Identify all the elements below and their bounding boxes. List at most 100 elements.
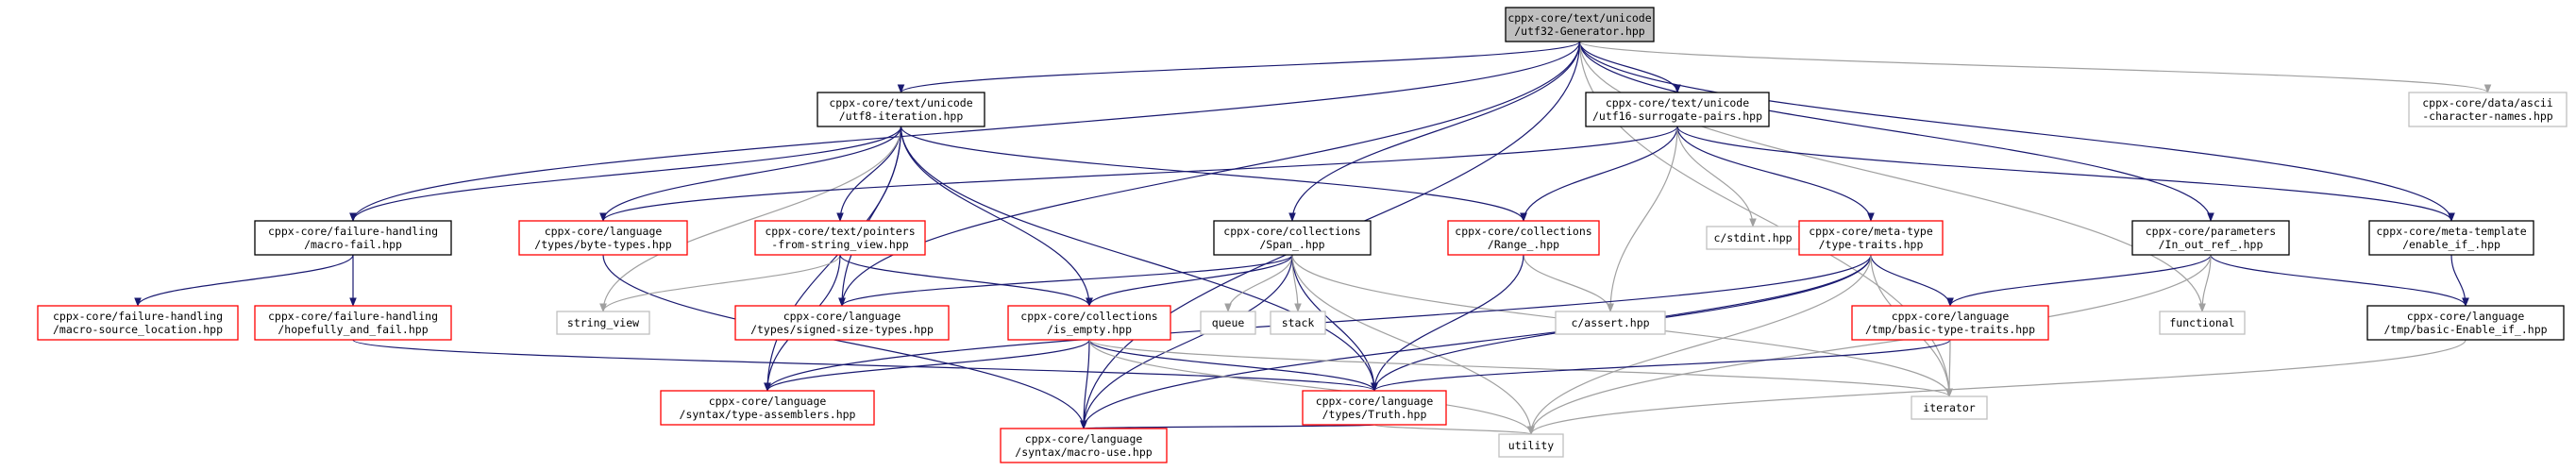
edge-span-to-signed-size-types	[838, 254, 1293, 307]
node-label-line: cppx-core/language	[2407, 310, 2525, 323]
node-type-assemblers[interactable]: cppx-core/language/syntax/type-assembler…	[660, 390, 875, 426]
node-label-line: cppx-core/parameters	[2146, 225, 2276, 238]
node-stack[interactable]: stack	[1270, 311, 1326, 335]
edge-span-to-macro-use	[1080, 254, 1293, 429]
node-macro-fail[interactable]: cppx-core/failure-handling/macro-fail.hp…	[254, 220, 452, 256]
node-string-view[interactable]: string_view	[556, 311, 650, 335]
node-box	[754, 220, 926, 256]
node-box	[37, 305, 239, 341]
edge-span-to-utility	[1291, 254, 1535, 435]
edge-utf8-iteration-to-string-view	[599, 126, 902, 312]
node-label-line: -character-names.hpp	[2422, 109, 2553, 123]
edge-utf32-generator-to-utf16-surrogate-pairs	[1578, 41, 1681, 93]
node-box	[817, 92, 985, 127]
edge-range-to-cassert	[1523, 254, 1614, 312]
node-box	[1706, 226, 1800, 250]
node-box	[734, 305, 950, 341]
edge-pointers-from-string-view-to-string-view	[599, 254, 841, 312]
edge-utf32-generator-to-utf8-iteration	[897, 41, 1581, 93]
edge-in-out-ref-to-basic-type-traits	[1946, 254, 2212, 307]
node-label-line: /macro-fail.hpp	[304, 238, 402, 251]
node-box	[660, 390, 875, 426]
node-label-line: /type-traits.hpp	[1819, 238, 1924, 251]
node-box	[2368, 220, 2534, 256]
node-byte-types[interactable]: cppx-core/language/types/byte-types.hpp	[518, 220, 688, 256]
edge-macro-fail-to-macro-source-location	[134, 254, 354, 307]
node-box	[1851, 305, 2049, 341]
node-utf8-iteration[interactable]: cppx-core/text/unicode/utf8-iteration.hp…	[817, 92, 985, 127]
node-label-line: cppx-core/collections	[1455, 225, 1591, 238]
node-basic-type-traits[interactable]: cppx-core/language/tmp/basic-type-traits…	[1851, 305, 2049, 341]
node-box	[1213, 220, 1372, 256]
node-label-line: cppx-core/language	[1316, 395, 1434, 408]
node-label-line: cppx-core/language	[783, 310, 901, 323]
node-cassert[interactable]: c/assert.hpp	[1555, 311, 1666, 335]
node-label-line: /types/byte-types.hpp	[534, 238, 671, 251]
edge-utf8-iteration-to-signed-size-types	[838, 126, 902, 307]
node-box	[1585, 92, 1770, 127]
edges-layer	[134, 41, 2491, 435]
edge-utf32-generator-to-functional	[1578, 41, 2206, 312]
edge-utf16-surrogate-pairs-to-cstdint	[1676, 126, 1757, 227]
node-hopefully-and-fail[interactable]: cppx-core/failure-handling/hopefully_and…	[254, 305, 452, 341]
node-label-line: cppx-core/text/unicode	[829, 96, 972, 109]
node-type-traits[interactable]: cppx-core/meta-type/type-traits.hpp	[1798, 220, 1944, 256]
node-is-empty[interactable]: cppx-core/collections/is_empty.hpp	[1007, 305, 1171, 341]
node-label-line: c/stdint.hpp	[1713, 231, 1792, 244]
node-label-line: -from-string_view.hpp	[771, 238, 908, 251]
node-span[interactable]: cppx-core/collections/Span_.hpp	[1213, 220, 1372, 256]
node-label-line: cppx-core/failure-handling	[268, 310, 438, 323]
edge-utf32-generator-to-macro-fail	[349, 41, 1581, 222]
node-macro-use[interactable]: cppx-core/language/syntax/macro-use.hpp	[1000, 428, 1168, 463]
node-label-line: cppx-core/collections	[1020, 310, 1157, 323]
node-box	[1200, 311, 1256, 335]
edge-hopefully-and-fail-to-truth	[352, 339, 1378, 392]
edge-utf8-iteration-to-type-assemblers	[764, 126, 902, 392]
node-utf32-generator[interactable]: cppx-core/text/unicode/utf32-Generator.h…	[1505, 7, 1655, 42]
node-box	[1911, 395, 1988, 420]
node-pointers-from-string-view[interactable]: cppx-core/text/pointers-from-string_view…	[754, 220, 926, 256]
edge-basic-type-traits-to-truth	[1371, 339, 1951, 392]
node-ascii-character-names[interactable]: cppx-core/data/ascii-character-names.hpp	[2408, 92, 2568, 127]
edge-utf32-generator-to-enable-if	[1578, 41, 2455, 222]
edge-utf16-surrogate-pairs-to-enable-if	[1676, 126, 2455, 222]
node-label-line: cppx-core/text/pointers	[765, 225, 915, 238]
node-label-line: cppx-core/failure-handling	[53, 310, 223, 323]
edge-pointers-from-string-view-to-is-empty	[839, 254, 1093, 307]
node-iterator[interactable]: iterator	[1911, 395, 1988, 420]
edge-is-empty-to-iterator	[1088, 339, 1953, 397]
node-box	[1555, 311, 1666, 335]
node-functional[interactable]: functional	[2159, 311, 2246, 335]
node-cstdint[interactable]: c/stdint.hpp	[1706, 226, 1800, 250]
edge-is-empty-to-macro-use	[1080, 339, 1090, 429]
node-queue[interactable]: queue	[1200, 311, 1256, 335]
node-enable-if[interactable]: cppx-core/meta-template/enable_if_.hpp	[2368, 220, 2534, 256]
node-range[interactable]: cppx-core/collections/Range_.hpp	[1447, 220, 1600, 256]
node-label-line: /Range_.hpp	[1488, 238, 1559, 251]
node-utility[interactable]: utility	[1498, 433, 1564, 458]
node-basic-enable-if[interactable]: cppx-core/language/tmp/basic-Enable_if_.…	[2366, 305, 2565, 341]
node-label-line: cppx-core/meta-type	[1809, 225, 1933, 238]
node-label-line: stack	[1282, 316, 1315, 329]
nodes-layer: cppx-core/text/unicode/utf32-Generator.h…	[37, 7, 2568, 463]
node-label-line: cppx-core/text/unicode	[1606, 96, 1749, 109]
node-signed-size-types[interactable]: cppx-core/language/types/signed-size-typ…	[734, 305, 950, 341]
edge-basic-enable-if-to-utility	[1527, 339, 2467, 435]
node-macro-source-location[interactable]: cppx-core/failure-handling/macro-source_…	[37, 305, 239, 341]
node-box	[1007, 305, 1171, 341]
node-truth[interactable]: cppx-core/language/types/Truth.hpp	[1302, 390, 1447, 426]
edge-type-traits-to-basic-type-traits	[1870, 254, 1954, 307]
node-utf16-surrogate-pairs[interactable]: cppx-core/text/unicode/utf16-surrogate-p…	[1585, 92, 1770, 127]
edge-utf32-generator-to-ascii-character-names	[1578, 41, 2491, 93]
node-in-out-ref[interactable]: cppx-core/parameters/In_out_ref_.hpp	[2131, 220, 2290, 256]
edge-utf16-surrogate-pairs-to-byte-types	[599, 126, 1678, 222]
node-label-line: /syntax/type-assemblers.hpp	[680, 408, 856, 421]
node-label-line: /utf8-iteration.hpp	[839, 109, 964, 123]
node-box	[1505, 7, 1655, 42]
node-label-line: /utf32-Generator.hpp	[1514, 25, 1645, 38]
node-label-line: cppx-core/meta-template	[2376, 225, 2526, 238]
edge-utf8-iteration-to-truth	[900, 126, 1378, 392]
edge-truth-to-utility	[1373, 424, 1535, 435]
edge-utf32-generator-to-in-out-ref	[1578, 41, 2214, 222]
node-label-line: cppx-core/language	[545, 225, 663, 238]
